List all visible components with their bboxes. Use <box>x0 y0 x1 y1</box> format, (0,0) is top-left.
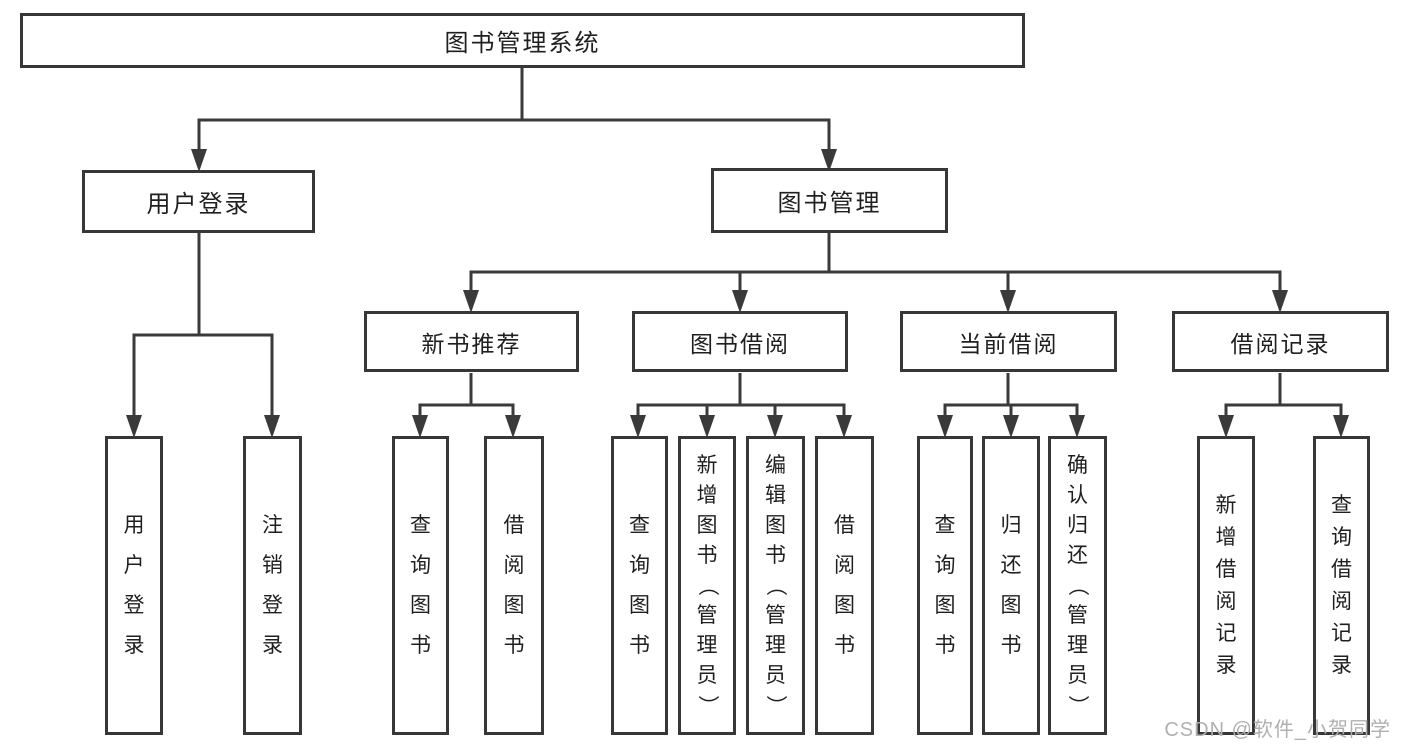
node-new-book-recommendation: 新书推荐 <box>364 311 579 372</box>
node-user-login-label: 用户登录 <box>146 191 251 218</box>
node-book-borrowing-label: 图书借阅 <box>690 330 790 357</box>
leaf-confirm-return-admin-label: 确认归还（管理员） <box>1066 454 1089 716</box>
node-new-book-recommendation-label: 新书推荐 <box>421 330 522 357</box>
leaf-add-borrow-record: 新增借阅记录 <box>1197 436 1255 735</box>
leaf-user-login: 用户登录 <box>105 436 163 735</box>
leaf-add-books-admin: 新增图书（管理员） <box>678 436 736 735</box>
leaf-borrow-books-borrowing-label: 借阅图书 <box>834 514 855 657</box>
leaf-borrow-books-recommend: 借阅图书 <box>484 436 544 735</box>
leaf-query-books-current-label: 查询图书 <box>934 514 956 657</box>
leaf-logout-label: 注销登录 <box>262 514 283 657</box>
leaf-add-borrow-record-label: 新增借阅记录 <box>1215 494 1237 677</box>
leaf-query-books-current: 查询图书 <box>917 436 973 735</box>
leaf-borrow-books-borrowing: 借阅图书 <box>815 436 874 735</box>
leaf-add-books-admin-label: 新增图书（管理员） <box>695 454 719 716</box>
leaf-return-books-label: 归还图书 <box>1000 514 1022 657</box>
leaf-confirm-return-admin: 确认归还（管理员） <box>1048 436 1107 735</box>
leaf-query-books-recommend-label: 查询图书 <box>410 514 431 657</box>
leaf-logout: 注销登录 <box>243 436 302 735</box>
watermark: CSDN @软件_小贺同学 <box>1164 719 1391 741</box>
node-book-management: 图书管理 <box>711 168 948 233</box>
node-borrowing-records: 借阅记录 <box>1172 311 1389 372</box>
leaf-query-books-borrowing: 查询图书 <box>611 436 668 735</box>
node-root-label: 图书管理系统 <box>444 30 601 57</box>
leaf-return-books: 归还图书 <box>982 436 1040 735</box>
leaf-borrow-books-recommend-label: 借阅图书 <box>503 514 525 657</box>
leaf-query-borrow-record: 查询借阅记录 <box>1313 436 1370 735</box>
node-book-borrowing: 图书借阅 <box>632 311 848 372</box>
node-book-management-label: 图书管理 <box>777 190 882 217</box>
leaf-query-books-borrowing-label: 查询图书 <box>629 514 650 657</box>
node-root-system: 图书管理系统 <box>20 13 1025 68</box>
node-user-login: 用户登录 <box>82 170 315 233</box>
node-current-borrowing: 当前借阅 <box>900 311 1117 372</box>
leaf-query-borrow-record-label: 查询借阅记录 <box>1331 494 1352 677</box>
node-current-borrowing-label: 当前借阅 <box>958 330 1059 357</box>
arrowhead-group <box>126 149 1349 438</box>
node-borrowing-records-label: 借阅记录 <box>1230 330 1331 357</box>
leaf-query-books-recommend: 查询图书 <box>392 436 449 735</box>
leaf-edit-books-admin: 编辑图书（管理员） <box>746 436 805 735</box>
leaf-edit-books-admin-label: 编辑图书（管理员） <box>764 454 787 716</box>
leaf-user-login-label: 用户登录 <box>123 514 145 657</box>
